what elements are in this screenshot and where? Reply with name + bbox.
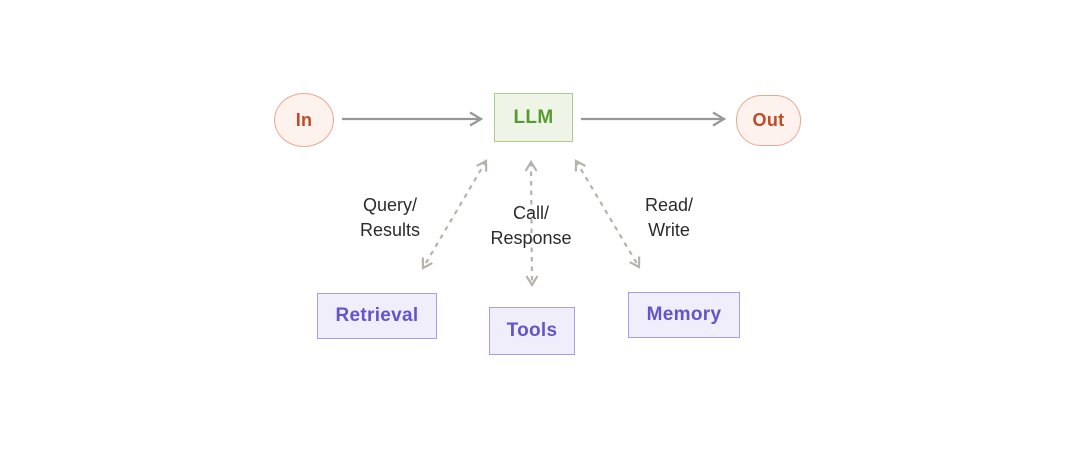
edge-label-query-results: Query/ Results: [325, 193, 455, 243]
node-in-label: In: [295, 109, 313, 130]
edge-label-line: Response: [490, 228, 572, 248]
edge-label-call-response: Call/ Response: [466, 201, 596, 251]
node-memory: Memory: [628, 292, 740, 338]
edge-label-line: Read/: [644, 195, 694, 215]
edge-label-line: Results: [359, 220, 421, 240]
node-memory-label: Memory: [646, 304, 722, 325]
edge-label-line: Write: [648, 220, 690, 240]
node-llm: LLM: [494, 93, 573, 142]
node-tools-label: Tools: [506, 320, 558, 341]
dashed-arrow-llm-memory: [574, 159, 641, 269]
edge-label-read-write: Read/ Write: [604, 193, 734, 243]
edge-label-line: Query/: [362, 195, 418, 215]
edge-label-line: Call/: [512, 203, 549, 223]
node-tools: Tools: [489, 307, 575, 355]
node-llm-label: LLM: [513, 106, 554, 128]
dashed-arrow-llm-tools: [524, 159, 539, 288]
node-in: In: [274, 93, 334, 147]
node-out-label: Out: [752, 110, 785, 130]
node-retrieval: Retrieval: [317, 293, 437, 339]
node-out: Out: [736, 95, 801, 146]
node-retrieval-label: Retrieval: [335, 305, 419, 326]
dashed-arrow-llm-retrieval: [421, 159, 488, 270]
